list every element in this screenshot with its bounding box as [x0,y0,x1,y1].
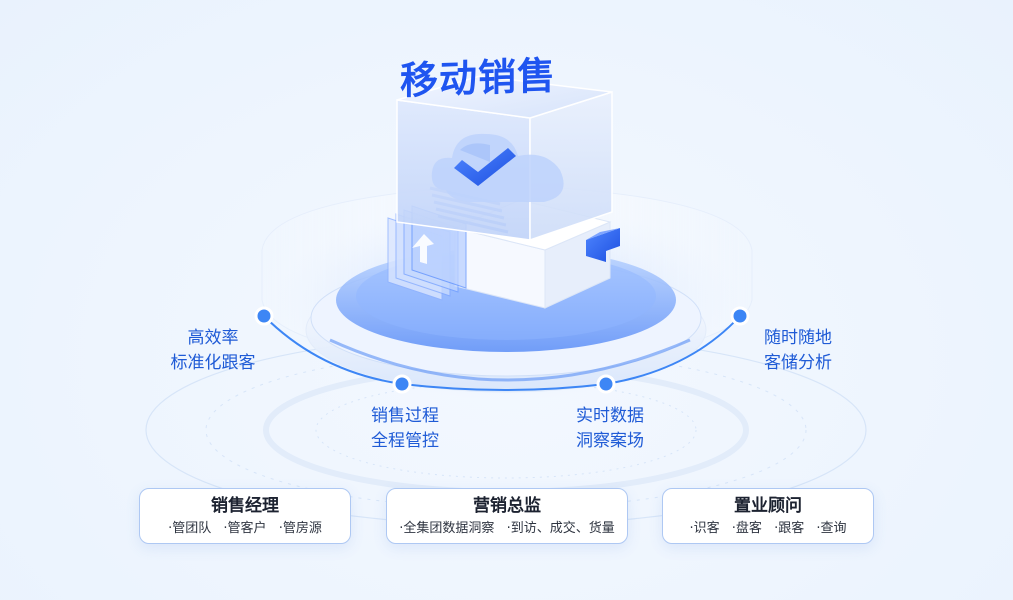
feature-line: 客储分析 [764,353,832,373]
nodes [254,306,750,394]
card-items: ·识客 ·盘客 ·跟客 ·查询 [663,520,873,538]
node-process [392,374,412,394]
card-item: ·跟客 [774,521,805,536]
feature-line: 全程管控 [371,431,439,451]
feature-process: 销售过程 全程管控 [355,404,455,454]
feature-realtime: 实时数据 洞察案场 [560,404,660,454]
card-item: ·管团队 [168,521,212,536]
card-title: 营销总监 [473,496,541,516]
card-title: 销售经理 [211,496,279,516]
feature-line: 实时数据 [576,406,644,426]
card-items: ·管团队 ·管客户 ·管房源 [140,520,350,538]
card-sales-manager: 销售经理 ·管团队 ·管客户 ·管房源 [139,488,351,544]
card-item: ·管房源 [278,521,322,536]
card-property-consultant: 置业顾问 ·识客 ·盘客 ·跟客 ·查询 [662,488,874,544]
card-item: ·识客 [689,521,720,536]
feature-line: 随时随地 [764,328,832,348]
node-efficiency [254,306,274,326]
card-item: ·盘客 [731,521,762,536]
feature-line: 高效率 [187,328,239,348]
node-anytime [730,306,750,326]
arrow-up-icon [387,205,467,301]
feature-line: 洞察案场 [576,431,644,451]
feature-efficiency: 高效率 标准化跟客 [158,326,268,376]
page-title: 移动销售 [400,53,557,103]
feature-line: 销售过程 [371,406,439,426]
feature-line: 标准化跟客 [170,353,256,373]
card-title: 置业顾问 [734,496,802,516]
card-marketing-director: 营销总监 ·全集团数据洞察 ·到访、成交、货量 [386,488,628,544]
card-item: ·查询 [816,521,847,536]
card-item: ·管客户 [223,521,267,536]
card-items: ·全集团数据洞察 ·到访、成交、货量 [387,520,627,538]
card-item: ·全集团数据洞察 [399,521,495,536]
card-item: ·到访、成交、货量 [506,521,615,536]
feature-anytime: 随时随地 客储分析 [748,326,848,376]
node-realtime [596,374,616,394]
arrow-left-icon [586,228,620,262]
